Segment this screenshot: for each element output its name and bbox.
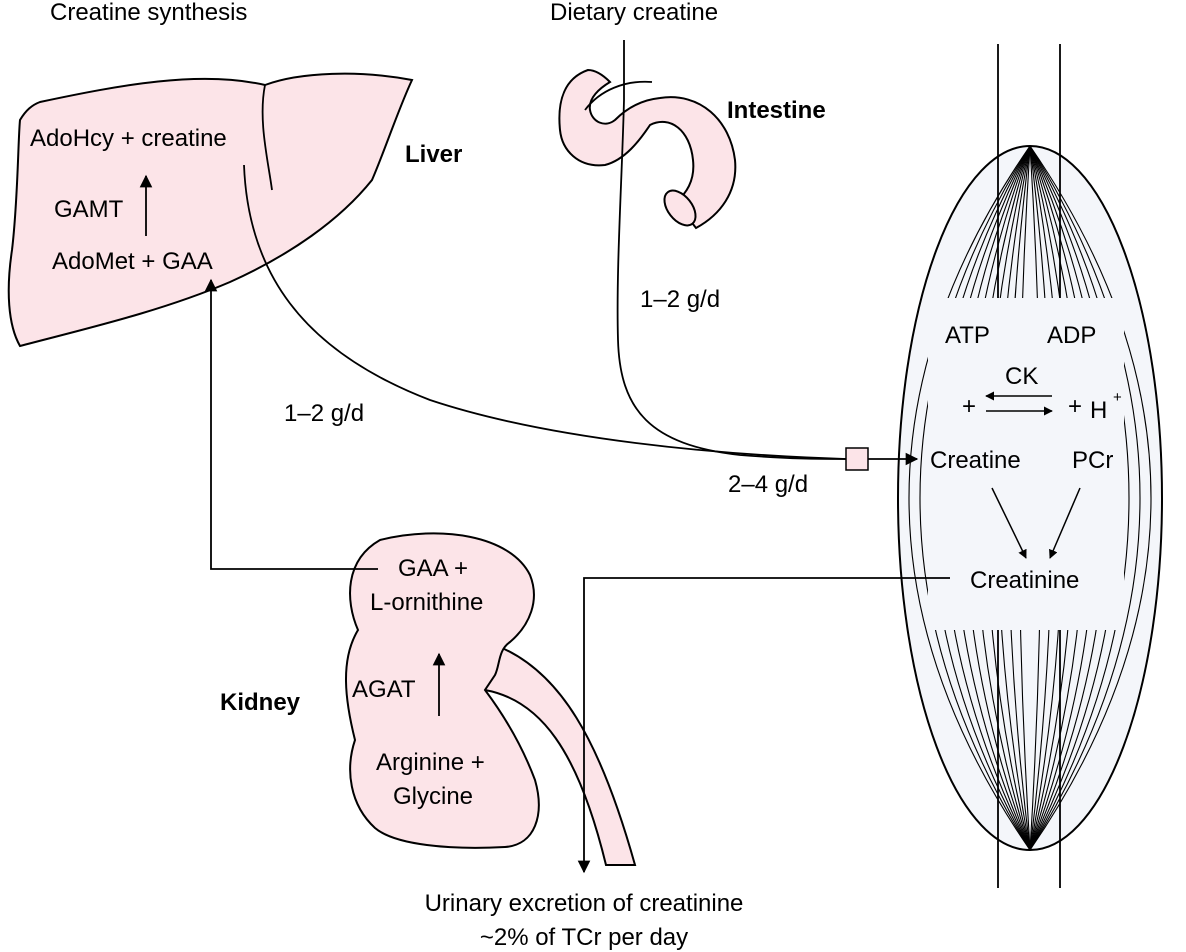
dietary-to-muscle-path — [616, 40, 847, 460]
kidney-substrate-line2: Glycine — [393, 783, 473, 810]
excretion-line2: ~2% of TCr per day — [480, 924, 688, 951]
creatine-to-creatinine-arrow — [991, 487, 1027, 559]
myofibril-line — [1029, 145, 1141, 851]
kidney-product-line2: L-ornithine — [370, 589, 483, 616]
kidney-enzyme-agat: AGAT — [352, 676, 416, 703]
heading-dietary-creatine: Dietary creatine — [550, 0, 718, 26]
intestine-label: Intestine — [727, 97, 826, 124]
myofibril-line — [908, 145, 1031, 851]
muscle-ck-enzyme: CK — [1005, 363, 1038, 390]
muscle-creatine: Creatine — [930, 447, 1021, 474]
liver-substrate-text: AdoMet + GAA — [52, 248, 213, 275]
liver-label: Liver — [405, 141, 462, 168]
liver-product-text: AdoHcy + creatine — [30, 125, 227, 152]
excretion-line1: Urinary excretion of creatinine — [425, 890, 744, 917]
myofibril-line — [1029, 145, 1130, 851]
pcr-to-creatinine-arrow — [1049, 487, 1081, 559]
muscle-proton-charge: + — [1113, 389, 1122, 406]
intestine-organ — [558, 68, 737, 230]
kidney-organ — [345, 532, 637, 866]
kidney-to-liver-gaa-path — [204, 278, 378, 570]
dietary-rate-label: 1–2 g/d — [640, 286, 720, 313]
creatine-transporter — [845, 447, 869, 471]
kidney-label: Kidney — [220, 689, 301, 716]
heading-creatine-synthesis: Creatine synthesis — [50, 0, 247, 26]
muscle-plus-right: + — [1068, 393, 1082, 420]
muscle-proton: H — [1090, 397, 1107, 424]
myofibril-line — [919, 145, 1031, 851]
muscle-creatinine: Creatinine — [970, 567, 1079, 594]
myofibril-line — [1029, 145, 1152, 851]
creatinine-excretion-path — [577, 577, 950, 874]
liver-organ — [7, 72, 414, 348]
muscle-adp: ADP — [1047, 322, 1096, 349]
kidney-product-line1: GAA + — [398, 555, 468, 582]
liver-rate-label: 1–2 g/d — [284, 400, 364, 427]
muscle-pcr: PCr — [1072, 447, 1113, 474]
liver-enzyme-gamt: GAMT — [54, 196, 124, 223]
kidney-substrate-line1: Arginine + — [376, 749, 485, 776]
total-uptake-rate-label: 2–4 g/d — [728, 471, 808, 498]
muscle-fiber — [897, 44, 1163, 888]
muscle-atp: ATP — [945, 322, 990, 349]
muscle-plus-left: + — [962, 393, 976, 420]
